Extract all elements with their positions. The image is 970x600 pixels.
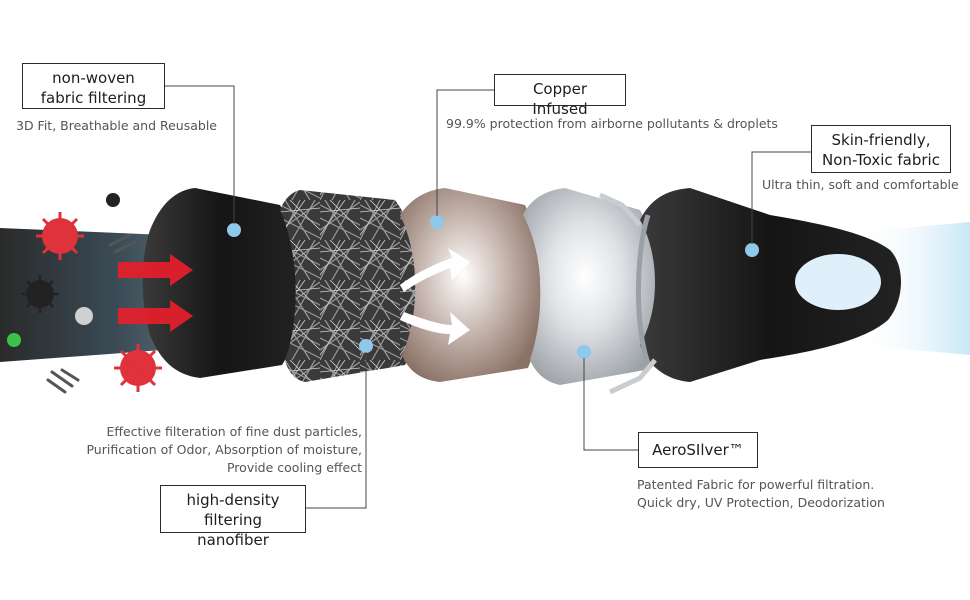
virus-icon xyxy=(7,193,162,392)
copper-description: 99.9% protection from airborne pollutant… xyxy=(446,116,778,131)
aerosilver-title: AeroSIlver™ xyxy=(652,441,744,459)
mask-layer-nonwoven xyxy=(142,188,300,378)
nanofiber-label: high-density filtering nanofiber xyxy=(160,485,306,549)
skin-description: Ultra thin, soft and comfortable xyxy=(762,177,959,192)
airflow-arrow-icon xyxy=(400,248,470,345)
aerosilver-desc-line2: Quick dry, UV Protection, Deodorization xyxy=(637,495,885,510)
aerosilver-label: AeroSIlver™ xyxy=(638,432,758,468)
outflow-arrow-icon xyxy=(598,192,657,395)
aerosilver-desc-line1: Patented Fabric for powerful filtration. xyxy=(637,477,875,492)
nanofiber-desc-line2: Purification of Odor, Absorption of mois… xyxy=(86,442,362,457)
marker-dot xyxy=(227,215,759,359)
mask-layer-skin xyxy=(640,188,902,382)
mask-layer-copper xyxy=(400,188,541,382)
nonwoven-title-line1: non-woven xyxy=(52,69,135,87)
nonwoven-description: 3D Fit, Breathable and Reusable xyxy=(16,118,217,133)
aerosilver-description: Patented Fabric for powerful filtration.… xyxy=(637,476,885,512)
nanofiber-desc-line1: Effective filteration of fine dust parti… xyxy=(106,424,362,439)
nonwoven-label: non-woven fabric filtering xyxy=(22,63,165,109)
bacteria-icon xyxy=(46,233,137,394)
skin-label: Skin-friendly, Non-Toxic fabric xyxy=(811,125,951,173)
polluted-airflow xyxy=(0,228,190,362)
nanofiber-title-line1: high-density xyxy=(186,491,280,509)
nanofiber-desc-line3: Provide cooling effect xyxy=(226,460,362,475)
nanofiber-title-line2: filtering nanofiber xyxy=(197,511,269,549)
nanofiber-description: Effective filteration of fine dust parti… xyxy=(40,423,362,477)
leader-line xyxy=(164,85,811,509)
skin-title-line1: Skin-friendly, xyxy=(831,131,931,149)
copper-title: Copper Infused xyxy=(532,80,588,118)
copper-label: Copper Infused xyxy=(494,74,626,118)
ear-loop-hole xyxy=(795,254,881,310)
skin-title-line2: Non-Toxic fabric xyxy=(822,151,940,169)
mask-layer-aerosilver xyxy=(523,188,661,385)
mask-layer-nanofiber xyxy=(280,190,422,382)
nonwoven-title-line2: fabric filtering xyxy=(40,89,147,107)
red-arrow-icon xyxy=(118,254,193,332)
